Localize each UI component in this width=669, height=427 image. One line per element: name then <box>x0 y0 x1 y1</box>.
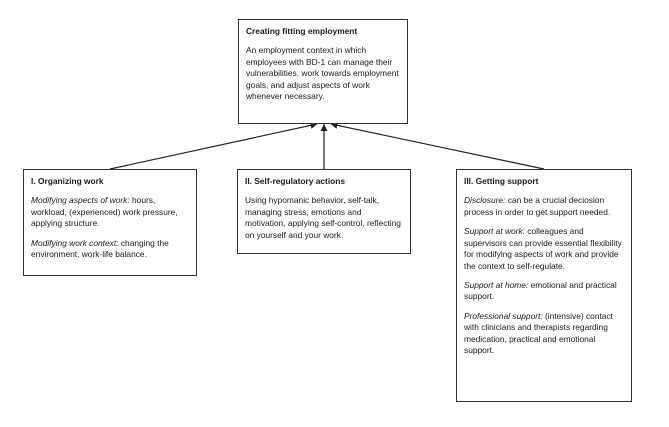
arrow-left-to-top <box>109 123 318 170</box>
getting-support-title: III. Getting support <box>464 176 539 186</box>
outcome-text: An employment context in which employees… <box>246 45 399 102</box>
item-text: hours, workload, (experienced) work pres… <box>31 195 178 229</box>
item-text: emotional and practical support. <box>464 279 617 302</box>
getting-support-item: Support at home: emotional and practical… <box>464 280 624 303</box>
outcome-title: Creating fitting employment <box>246 26 358 36</box>
item-lead: Support at home: <box>464 279 529 290</box>
getting-support-item: Disclosure: can be a crucial deciosion p… <box>464 195 624 218</box>
item-lead: Disclosure: <box>464 195 506 206</box>
item-lead: Professional support: <box>464 310 543 321</box>
item-text: changing the environment, work-life bala… <box>31 237 169 260</box>
organizing-work-box: I. Organizing work Modifying aspects of … <box>23 169 197 276</box>
item-lead: Modifying work context: <box>31 237 119 248</box>
outcome-box: Creating fitting employment An employmen… <box>238 19 408 124</box>
item-text: colleagues and supervisors can provide e… <box>464 226 622 271</box>
item-text: can be a crucial deciosion process in or… <box>464 195 611 217</box>
organizing-work-item: Modifying aspects of work: hours, worklo… <box>31 195 189 229</box>
arrow-right-to-top <box>330 123 545 170</box>
item-lead: Modifying aspects of work: <box>31 195 130 206</box>
item-text: (intensive) contact with clinicians and … <box>464 310 613 356</box>
getting-support-item: Support at work: colleagues and supervis… <box>464 226 624 272</box>
arrowhead-middle <box>320 124 328 131</box>
item-lead: Support at work: <box>464 226 525 237</box>
organizing-work-item: Modifying work context: changing the env… <box>31 238 189 261</box>
getting-support-item: Professional support: (intensive) contac… <box>464 311 624 357</box>
organizing-work-title: I. Organizing work <box>31 176 104 186</box>
self-regulatory-title: II. Self-regulatory actions <box>245 176 346 186</box>
self-regulatory-text: Using hypomanic behavior, self-talk, man… <box>245 195 401 240</box>
getting-support-box: III. Getting support Disclosure: can be … <box>456 169 632 402</box>
self-regulatory-box: II. Self-regulatory actions Using hypoma… <box>237 169 411 254</box>
